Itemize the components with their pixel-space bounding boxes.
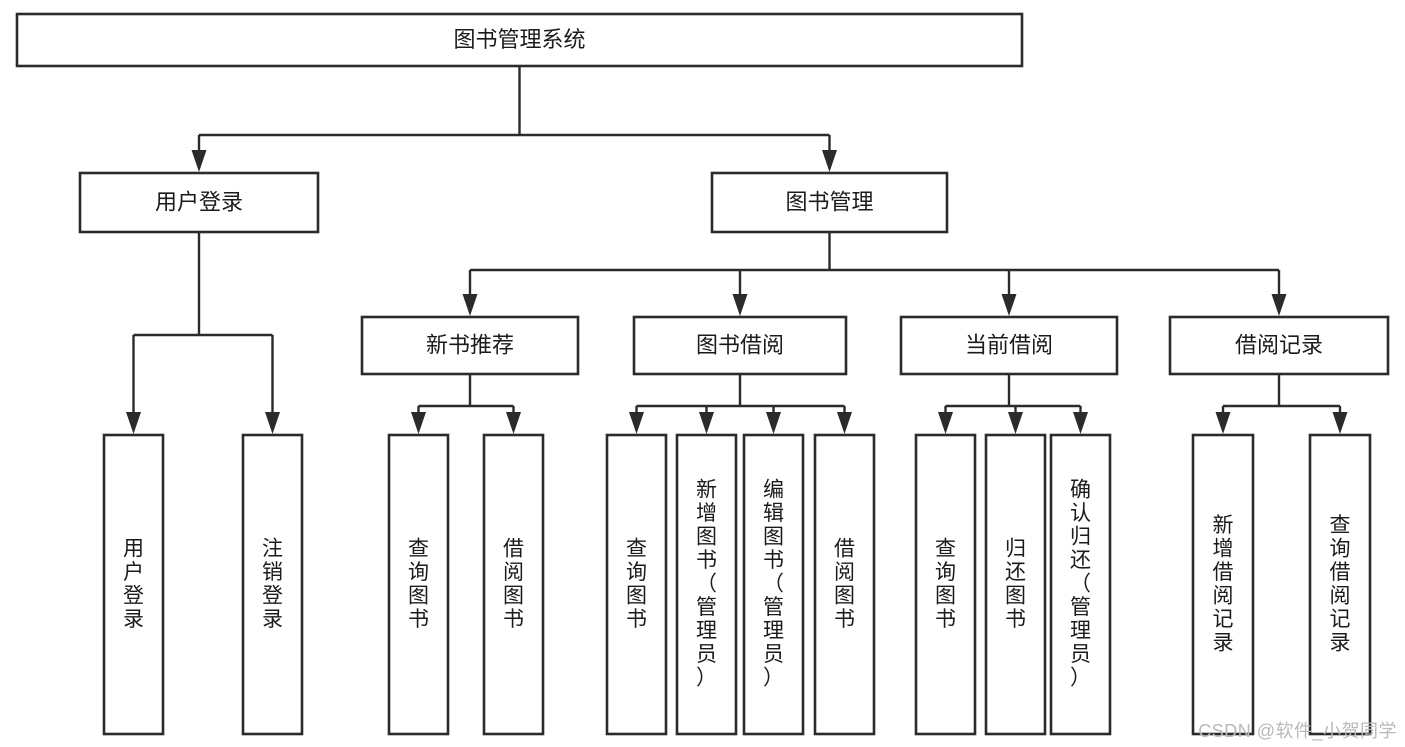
node-leaf-5[interactable]: 查询图书 xyxy=(605,433,668,736)
node-leaf-11[interactable]: 确认归还（管理员） xyxy=(1049,433,1112,736)
node-box-leaf-13 xyxy=(1308,433,1372,736)
node-box-leaf-2 xyxy=(241,433,304,736)
node-newbook[interactable]: 新书推荐 xyxy=(360,315,580,376)
node-label-leaf-2: 注销登录 xyxy=(262,537,283,631)
node-label-login: 用户登录 xyxy=(155,189,243,214)
arrow-head-leaf-6 xyxy=(699,412,714,434)
node-records[interactable]: 借阅记录 xyxy=(1168,315,1390,376)
node-box-bookmgmt xyxy=(710,171,949,234)
node-leaf-1[interactable]: 用户登录 xyxy=(102,433,165,736)
arrow-head-leaf-12 xyxy=(1215,412,1231,434)
node-box-newbook xyxy=(360,315,580,376)
node-box-leaf-1 xyxy=(102,433,165,736)
node-leaf-2[interactable]: 注销登录 xyxy=(241,433,304,736)
node-label-leaf-3: 查询图书 xyxy=(408,537,429,631)
connectors-layer xyxy=(126,66,1348,434)
node-box-login xyxy=(78,171,320,234)
node-borrow[interactable]: 图书借阅 xyxy=(632,315,848,376)
node-bookmgmt[interactable]: 图书管理 xyxy=(710,171,949,234)
node-box-leaf-6 xyxy=(675,433,738,736)
node-current[interactable]: 当前借阅 xyxy=(899,315,1119,376)
node-leaf-7[interactable]: 编辑图书（管理员） xyxy=(742,433,805,736)
node-box-leaf-8 xyxy=(813,433,876,736)
node-box-leaf-3 xyxy=(387,433,450,736)
node-label-root: 图书管理系统 xyxy=(453,27,585,52)
arrow-head-leaf-4 xyxy=(506,412,521,434)
node-label-leaf-8: 借阅图书 xyxy=(834,537,855,631)
node-label-records: 借阅记录 xyxy=(1235,332,1323,357)
arrow-head-leaf-5 xyxy=(629,412,644,434)
node-label-newbook: 新书推荐 xyxy=(426,332,514,357)
node-leaf-4[interactable]: 借阅图书 xyxy=(482,433,545,736)
node-leaf-6[interactable]: 新增图书（管理员） xyxy=(675,433,738,736)
node-box-leaf-7 xyxy=(742,433,805,736)
arrow-head-leaf-10 xyxy=(1008,412,1023,434)
arrow-head-leaf-2 xyxy=(265,412,280,434)
node-label-bookmgmt: 图书管理 xyxy=(785,189,873,214)
node-leaf-10[interactable]: 归还图书 xyxy=(984,433,1047,736)
node-box-leaf-9 xyxy=(914,433,977,736)
node-box-leaf-11 xyxy=(1049,433,1112,736)
node-label-leaf-6: 新增图书（管理员） xyxy=(696,478,717,689)
node-label-leaf-9: 查询图书 xyxy=(935,537,956,631)
node-label-leaf-5: 查询图书 xyxy=(626,537,647,631)
node-leaf-8[interactable]: 借阅图书 xyxy=(813,433,876,736)
arrow-head-current xyxy=(1001,294,1017,316)
node-box-root xyxy=(15,12,1024,68)
arrow-head-borrow xyxy=(732,294,748,316)
arrow-head-bookmgmt xyxy=(822,150,837,172)
arrow-head-leaf-7 xyxy=(766,412,781,434)
node-label-leaf-1: 用户登录 xyxy=(123,537,144,631)
arrow-head-newbook xyxy=(462,294,478,316)
node-label-borrow: 图书借阅 xyxy=(696,332,784,357)
node-box-borrow xyxy=(632,315,848,376)
arrow-head-leaf-9 xyxy=(938,412,953,434)
node-leaf-3[interactable]: 查询图书 xyxy=(387,433,450,736)
node-leaf-12[interactable]: 新增借阅记录 xyxy=(1191,433,1255,736)
node-label-leaf-10: 归还图书 xyxy=(1005,537,1026,631)
arrow-head-leaf-3 xyxy=(411,412,426,434)
node-label-leaf-12: 新增借阅记录 xyxy=(1213,513,1234,654)
node-box-leaf-5 xyxy=(605,433,668,736)
node-label-leaf-13: 查询借阅记录 xyxy=(1330,513,1351,654)
arrow-head-records xyxy=(1271,294,1287,316)
arrow-head-leaf-1 xyxy=(126,412,141,434)
nodes-layer: 图书管理系统用户登录图书管理新书推荐图书借阅当前借阅借阅记录用户登录注销登录查询… xyxy=(15,12,1390,736)
node-box-current xyxy=(899,315,1119,376)
arrow-head-leaf-13 xyxy=(1332,412,1348,434)
node-leaf-13[interactable]: 查询借阅记录 xyxy=(1308,433,1372,736)
node-label-leaf-7: 编辑图书（管理员） xyxy=(763,478,784,689)
node-box-leaf-10 xyxy=(984,433,1047,736)
arrow-head-leaf-11 xyxy=(1073,412,1088,434)
node-label-current: 当前借阅 xyxy=(965,332,1053,357)
csdn-watermark: CSDN @软件_小贺同学 xyxy=(1198,721,1397,741)
arrow-head-login xyxy=(191,150,207,172)
node-label-leaf-4: 借阅图书 xyxy=(503,537,524,631)
node-root[interactable]: 图书管理系统 xyxy=(15,12,1024,68)
node-login[interactable]: 用户登录 xyxy=(78,171,320,234)
node-leaf-9[interactable]: 查询图书 xyxy=(914,433,977,736)
node-box-leaf-4 xyxy=(482,433,545,736)
node-label-leaf-11: 确认归还（管理员） xyxy=(1070,478,1091,689)
node-box-records xyxy=(1168,315,1390,376)
arrow-head-leaf-8 xyxy=(837,412,852,434)
node-box-leaf-12 xyxy=(1191,433,1255,736)
